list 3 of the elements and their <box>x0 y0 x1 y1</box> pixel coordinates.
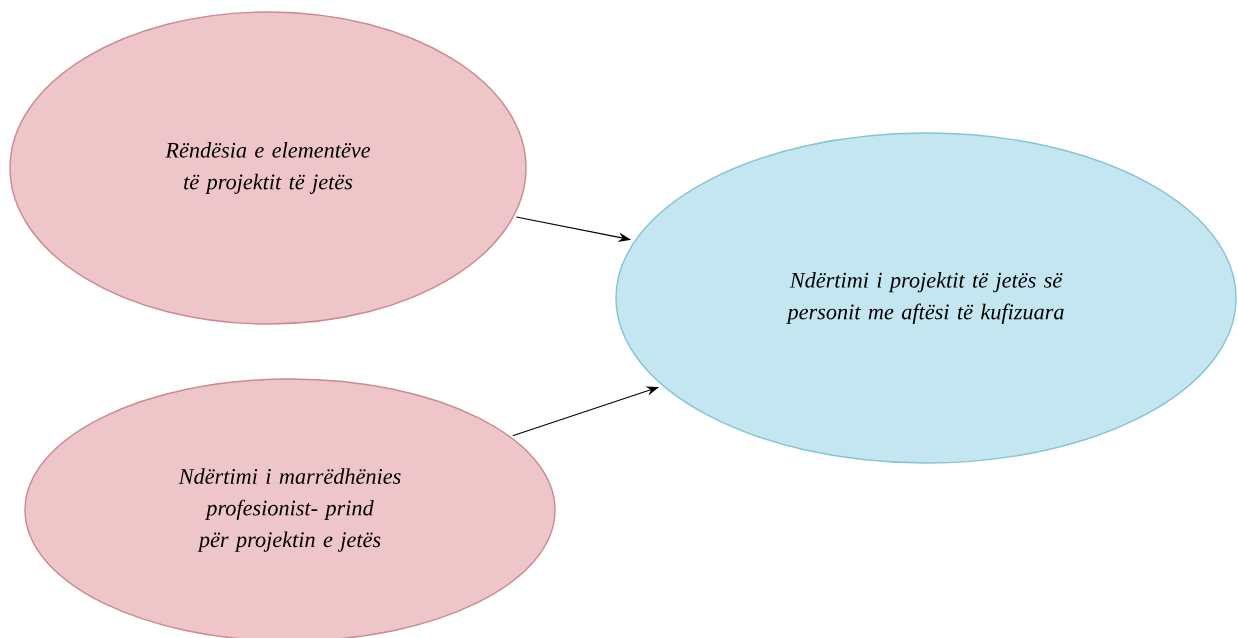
oval-node: Ndërtimi i projektit të jetës së personit me aftësi të kufizuara <box>615 132 1237 464</box>
oval-node: Ndërtimi i marrëdhënies profesionist- prind për projektin e jetës <box>24 378 556 638</box>
oval-node: Rëndësia e elementëve të projektit të jetës <box>9 11 527 325</box>
